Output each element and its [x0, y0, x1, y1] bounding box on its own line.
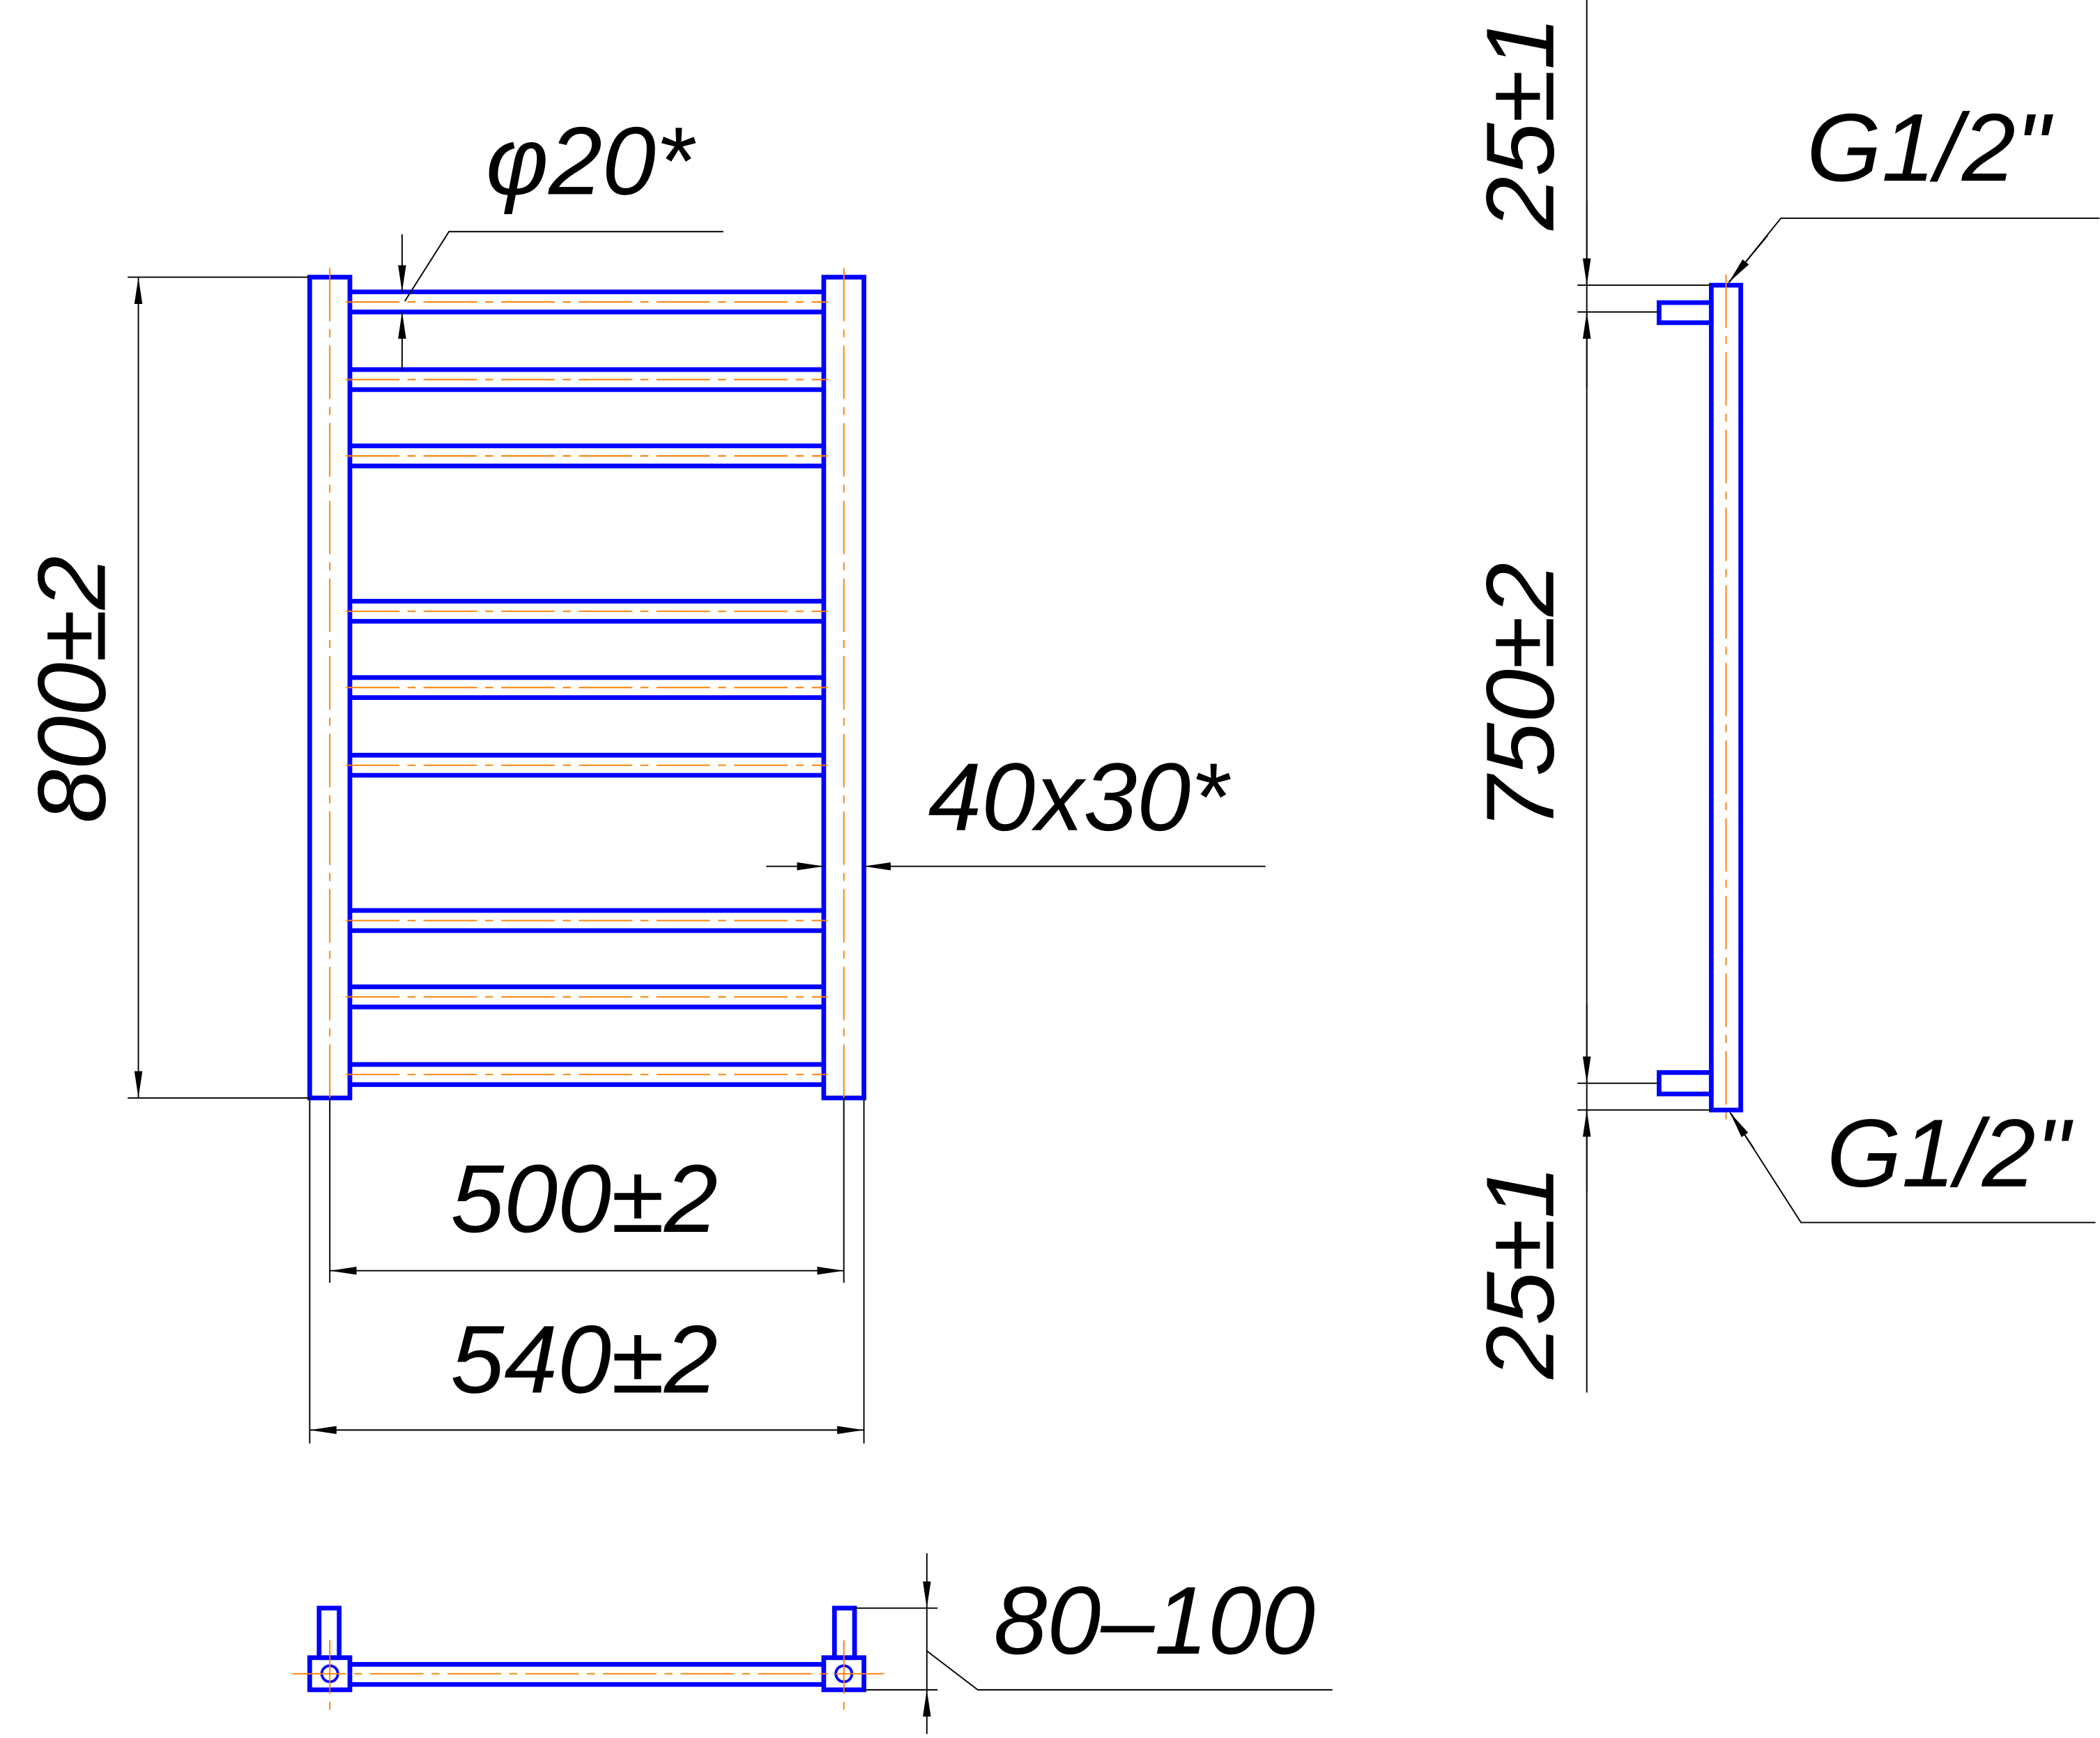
rail-1	[346, 289, 828, 314]
pipe-diameter-label: φ20*	[486, 107, 696, 215]
bottom-thread-label: G1/2"	[1827, 1100, 2074, 1207]
rail-8	[346, 984, 828, 1009]
top-offset-label: 25±1	[1467, 16, 1574, 231]
height-dim-label: 800±2	[19, 556, 126, 823]
rail-7	[346, 908, 828, 933]
rail-6	[346, 752, 828, 778]
overall-width-label: 540±2	[450, 1306, 717, 1413]
height-dimension: 800±2	[19, 276, 310, 1099]
rail-9	[346, 1062, 828, 1088]
overall-width-dimension: 540±2	[309, 1097, 865, 1444]
top-thread-label: G1/2"	[1807, 94, 2054, 201]
center-width-dimension: 500±2	[329, 1097, 845, 1283]
center-distance-label: 750±2	[1467, 563, 1574, 830]
rail-2	[346, 367, 828, 392]
rail-4	[346, 599, 828, 624]
bottom-inlet-pipe	[1657, 1070, 1714, 1097]
wall-distance-label: 80–100	[994, 1567, 1315, 1675]
bottom-offset-label: 25±1	[1467, 1165, 1574, 1380]
rail-5	[346, 675, 828, 701]
side-view: 25±1 750±2 25±1 G1/2" G1/2"	[1467, 0, 2100, 1393]
pipe-diameter-callout: φ20*	[398, 107, 723, 370]
rails	[346, 289, 828, 1088]
post-section-label: 40x30*	[928, 744, 1232, 851]
center-width-label: 500±2	[450, 1145, 717, 1253]
front-view: 800±2 φ20* 40x30* 500±2 540±2	[19, 107, 1266, 1444]
top-view: 80–100	[292, 1553, 1333, 1735]
post-section-callout: 40x30*	[766, 744, 1266, 871]
top-inlet-pipe	[1657, 300, 1714, 326]
rail-3	[346, 443, 828, 468]
